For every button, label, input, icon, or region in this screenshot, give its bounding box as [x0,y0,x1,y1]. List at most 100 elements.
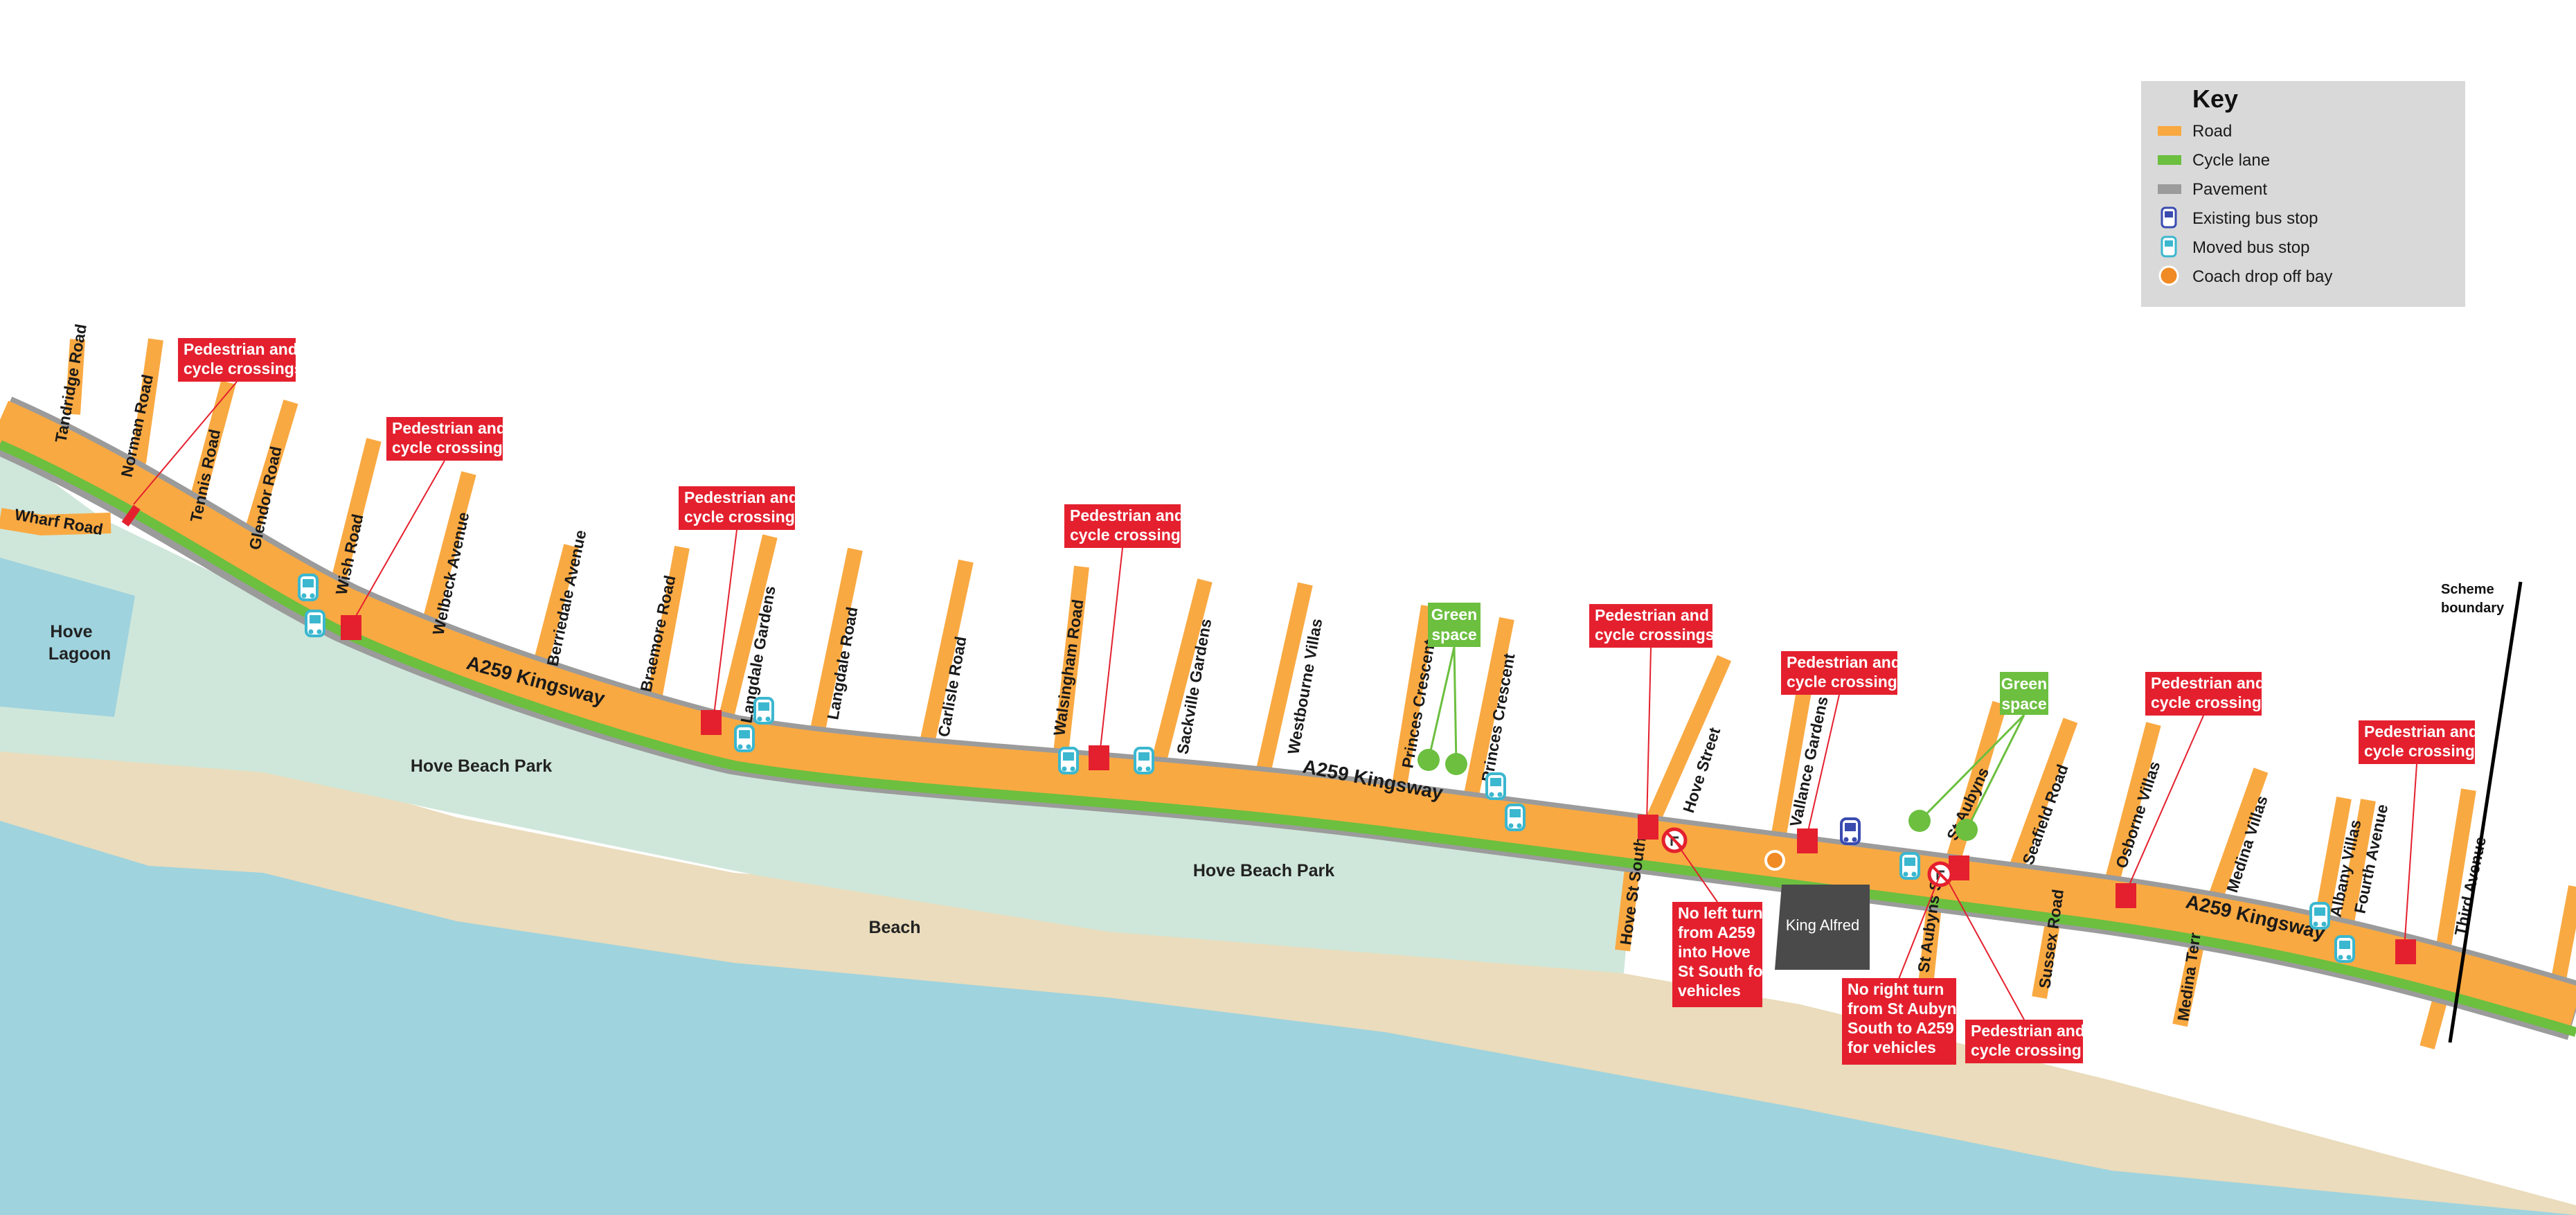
callout-text-2-1: cycle crossing [684,508,795,526]
existing-bus-stop-icon-wheel-right [1852,837,1857,842]
callout-box-9 [1842,978,1956,1065]
key-item-pavement: Pavement [2158,180,2267,199]
moved-bus-stop-icon-9 [2309,902,2330,930]
moved-bus-stop-icon-10-wheel-right [2346,955,2352,960]
king-alfred-shape [1775,885,1870,970]
moved-bus-stop-icon-4 [1134,747,1154,774]
side-road-label-north-11: Walsingham Road [1050,598,1086,737]
key-label-coach_bay: Coach drop off bay [2192,267,2332,286]
key-item-existing_bus_stop: Existing bus stop [2161,206,2318,229]
moved-bus-stop-icon-6-wheel-right [1497,792,1503,797]
moved-bus-stop-icon-1-window [310,615,321,623]
key-item-moved_bus_stop: Moved bus stop [2161,236,2309,258]
side-road-north-19 [2001,718,2078,893]
hove-lagoon [0,558,135,717]
callout-text-5-1: cycle crossing [1787,673,1897,691]
key-swatch-cycle_lane [2158,155,2181,165]
callout-text-9-3: for vehicles [1848,1038,1936,1056]
side-road-north-5 [419,471,476,636]
moved-bus-stop-icon-2-window [758,702,769,711]
callout-text-8-3: St South for [1678,962,1769,980]
callout-box-7 [2359,720,2475,764]
callout-leader-8 [1674,840,1718,903]
callout-text-4-1: cycle crossings [1595,626,1715,644]
scheme-boundary-line [2448,581,2523,1043]
moved-bus-stop-icon-3-wheel-right [746,744,751,750]
crossing-marker-3 [1638,815,1658,840]
moved-bus-stop-icon-9-window [2314,907,2325,916]
callout-text-7-0: Pedestrian and [2364,722,2478,740]
key-title: Key [2192,85,2238,113]
moved-bus-stop-icon-1-wheel-left [308,629,314,635]
callout-text-8-4: vehicles [1678,982,1741,1000]
callout-box-3 [1064,504,1181,548]
key-swatch-window-existing_bus_stop [2165,211,2173,218]
moved-bus-stop-icon-0-wheel-right [310,593,315,598]
side-road-north-3 [244,399,298,536]
green-space-leader-1-0 [1918,713,2025,822]
existing-bus-stop-icon [1840,817,1861,845]
side-road-label-north-0: Tandridge Road [51,323,90,444]
side-road-north-12 [1149,578,1213,773]
callout-text-8-1: from A259 [1678,923,1755,941]
moved-bus-stop-icon-10-window [2339,941,2350,949]
callout-text-6-0: Pedestrian and [2151,674,2265,692]
callout-text-5-0: Pedestrian and [1787,653,1901,671]
moved-bus-stop-icon-7-wheel-right [1517,823,1522,828]
green-space-text-1-0: Green [2001,675,2047,693]
side-road-north-11 [1052,565,1089,767]
key-label-moved_bus_stop: Moved bus stop [2192,238,2309,257]
moved-bus-stop-icon-9-wheel-right [2321,921,2327,927]
moved-bus-stop-icon-5 [1058,747,1079,774]
side-road-north-14 [1391,605,1436,791]
callout-box-0 [178,338,296,382]
crossing-marker-1 [701,710,722,735]
callout-box-2 [679,486,795,530]
green-space-box-1 [2000,672,2048,715]
sea-area [0,821,2576,1215]
moved-bus-stop-icon-1-wheel-right [316,629,322,635]
wharf-road [0,508,111,536]
king-alfred-building: King Alfred [1775,885,1870,970]
callout-text-6-1: cycle crossing [2151,693,2262,711]
key-swatch-coach-bay [2158,265,2179,286]
moved-bus-stop-icon-0-window [303,579,314,587]
moved-bus-stop-icon-3-wheel-left [737,744,743,750]
moved-bus-stop-icon-6-wheel-left [1489,792,1494,797]
callout-text-10-1: cycle crossing [1971,1041,2082,1059]
key-background [2141,81,2465,307]
side-road-north-0 [65,339,85,415]
green-space-leader-0-0 [1427,646,1456,761]
green-space-leader-1-1 [1965,714,2025,831]
coach-bay-marker [1764,850,1785,871]
callout-text-3-0: Pedestrian and [1070,506,1184,524]
callout-box-4 [1589,604,1712,648]
callout-text-9-2: South to A259 [1848,1019,1954,1037]
callout-leader-0 [133,381,238,505]
moved-bus-stop-icon-8-wheel-right [1911,871,1917,877]
callout-box-6 [2145,672,2262,716]
callout-text-1-1: cycle crossing [392,438,503,456]
moved-bus-stop-icon-7 [1505,804,1526,831]
side-road-north-7 [647,546,690,700]
callout-leader-1 [349,460,445,628]
moved-bus-stop-icon-10-wheel-left [2338,955,2343,960]
moved-bus-stop-icon-3-window [739,730,750,738]
callout-box-10 [1965,1020,2083,1063]
callout-leader-5 [1805,694,1840,841]
moved-bus-stop-icon-1 [305,610,325,637]
callout-leader-9 [1898,873,1941,979]
hove-beach-park [0,443,1634,973]
moved-bus-stop-icon-2 [753,697,774,725]
callout-leader-6 [2124,715,2204,896]
